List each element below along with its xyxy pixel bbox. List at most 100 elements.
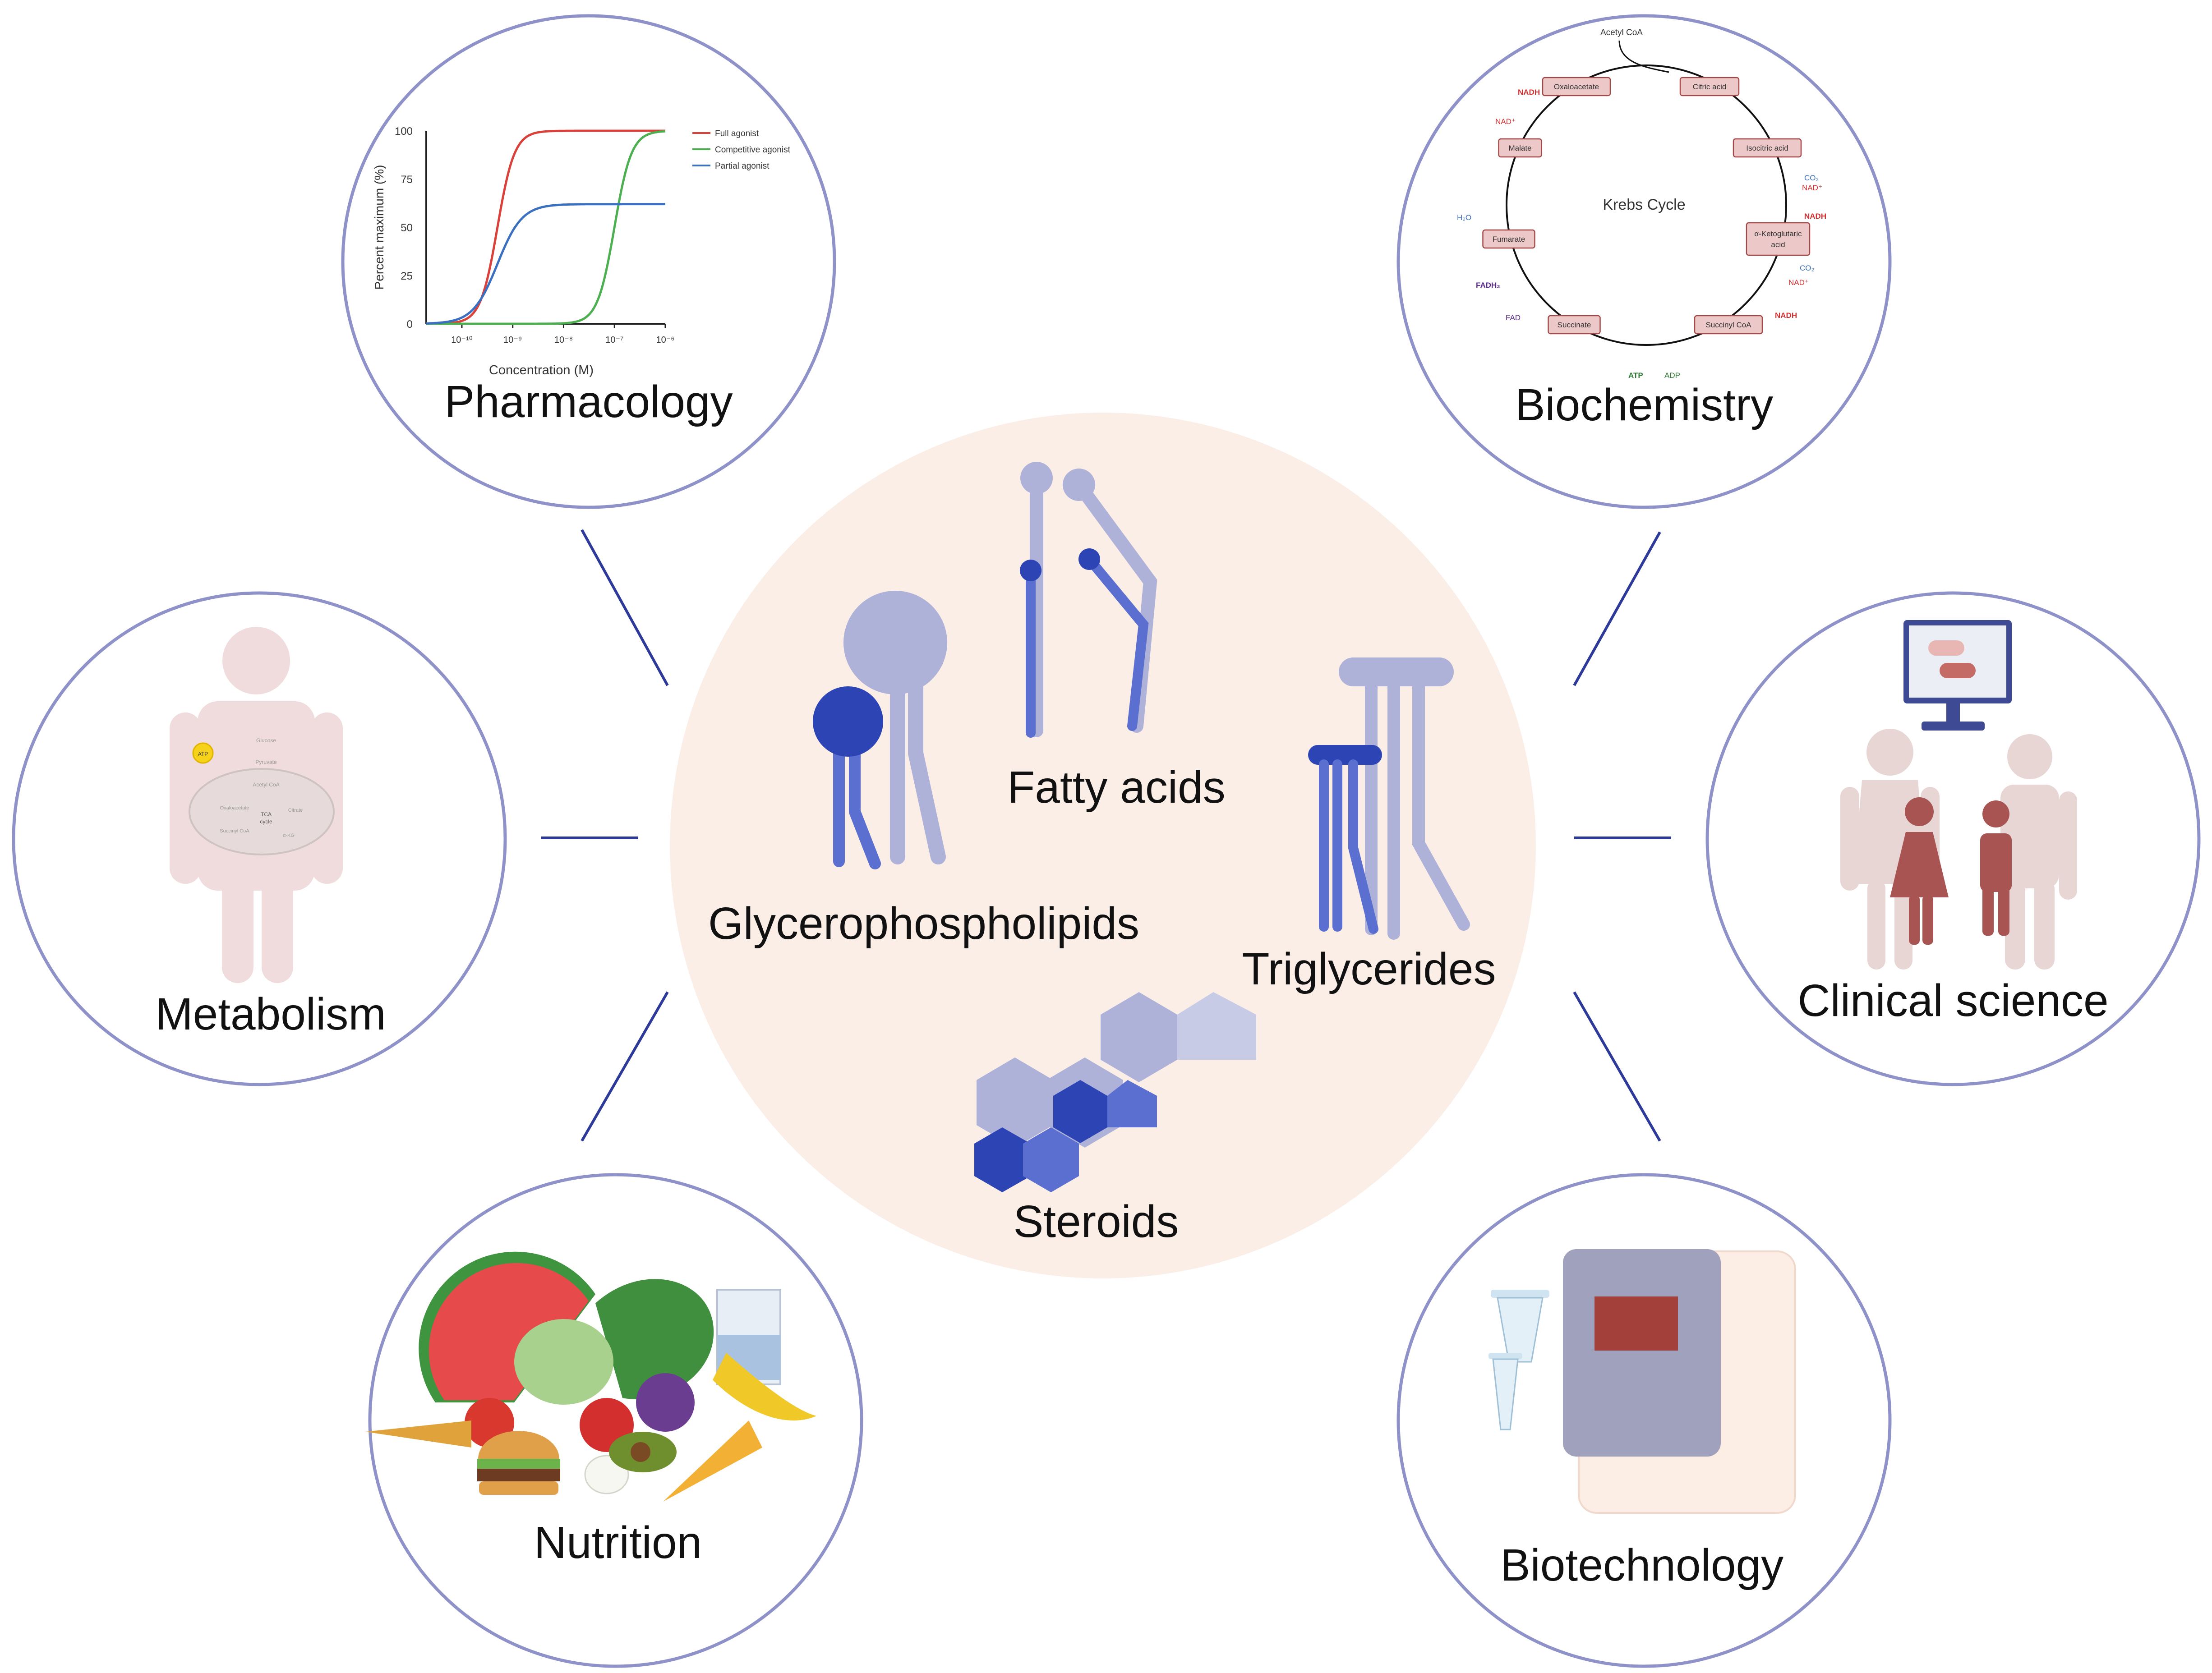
y-tick-label: 50 bbox=[401, 222, 413, 234]
glycerophospholipids-label: Glycerophospholipids bbox=[708, 898, 1139, 949]
metabolism-panel: ATP Glucose Pyruvate Acetyl CoA TCA cycl… bbox=[12, 591, 507, 1086]
greens-icon bbox=[595, 1279, 714, 1400]
child-figure-right-icon bbox=[1980, 800, 2012, 936]
krebs-node-box bbox=[1542, 77, 1611, 97]
center-lipid-circle bbox=[670, 413, 1536, 1278]
clinical-science-panel: Clinical science bbox=[1705, 591, 2201, 1086]
krebs-nadh-3: NADH bbox=[1775, 311, 1797, 320]
cabbage-icon bbox=[514, 1319, 613, 1405]
metabolism-pyruvate: Pyruvate bbox=[255, 759, 277, 765]
biotechnology-panel: Biotechnology bbox=[1396, 1173, 1892, 1668]
krebs-nad-1: NAD⁺ bbox=[1495, 117, 1516, 126]
metabolism-akg: α-KG bbox=[283, 833, 295, 838]
food-illustration bbox=[365, 1251, 816, 1502]
y-tick-label: 100 bbox=[395, 125, 413, 138]
bananas-icon bbox=[713, 1353, 816, 1421]
monitor-icon bbox=[1903, 620, 2012, 731]
biotechnology-label: Biotechnology bbox=[1500, 1540, 1783, 1590]
krebs-node-label: acid bbox=[1771, 240, 1785, 249]
krebs-node-box bbox=[1482, 229, 1535, 249]
clinical-science-label: Clinical science bbox=[1797, 975, 2108, 1026]
krebs-cycle-title: Krebs Cycle bbox=[1603, 196, 1685, 213]
krebs-adp: ADP bbox=[1664, 371, 1680, 380]
metabolism-cycle: cycle bbox=[260, 818, 272, 825]
krebs-nadh-2: NADH bbox=[1804, 212, 1826, 221]
chart-y-axis-label: Percent maximum (%) bbox=[372, 165, 386, 290]
steroids-label: Steroids bbox=[1014, 1196, 1179, 1247]
sequencer-instrument-icon bbox=[1563, 1249, 1796, 1514]
krebs-node-box bbox=[1694, 315, 1763, 335]
tube-icon bbox=[1488, 1290, 1549, 1430]
metabolism-oxaloacetate: Oxaloacetate bbox=[220, 805, 249, 811]
krebs-acetyl-coa: Acetyl CoA bbox=[1600, 28, 1643, 37]
pharmacology-circle bbox=[341, 14, 836, 509]
biochemistry-circle bbox=[1396, 14, 1892, 509]
connector-biochemistry bbox=[1573, 531, 1661, 686]
krebs-co2-2: CO₂ bbox=[1800, 264, 1814, 272]
atp-sun-icon bbox=[192, 742, 214, 764]
krebs-atp: ATP bbox=[1628, 371, 1643, 380]
series-line-competitive-agonist bbox=[426, 130, 666, 325]
biochemistry-label: Biochemistry bbox=[1515, 380, 1773, 430]
legend-entry: Competitive agonist bbox=[715, 145, 791, 155]
x-tick-label: 10⁻⁷ bbox=[605, 335, 623, 345]
metabolism-glucose: Glucose bbox=[256, 737, 276, 744]
krebs-node-label: Succinate bbox=[1558, 321, 1591, 329]
krebs-node-label: Malate bbox=[1508, 144, 1531, 152]
metabolism-label: Metabolism bbox=[155, 989, 386, 1039]
pharmacology-label: Pharmacology bbox=[444, 377, 733, 427]
metabolism-atp: ATP bbox=[198, 751, 208, 757]
krebs-node-box bbox=[1498, 138, 1542, 158]
carrot-icon bbox=[365, 1420, 471, 1448]
x-tick-label: 10⁻⁸ bbox=[554, 335, 573, 345]
pizza-icon bbox=[663, 1420, 762, 1502]
krebs-node-box bbox=[1746, 222, 1811, 256]
krebs-node-label: Citric acid bbox=[1693, 83, 1727, 91]
fatty-acids-label: Fatty acids bbox=[1007, 762, 1226, 813]
y-tick-label: 75 bbox=[401, 174, 413, 186]
y-tick-label: 25 bbox=[401, 270, 413, 282]
legend-entry: Partial agonist bbox=[715, 161, 770, 171]
krebs-node-box bbox=[1733, 138, 1802, 158]
x-tick-label: 10⁻¹⁰ bbox=[451, 335, 472, 345]
series-line-partial-agonist bbox=[426, 203, 665, 325]
metabolism-succinyl-coa: Succinyl CoA bbox=[220, 828, 249, 834]
nutrition-panel: Nutrition bbox=[365, 1173, 863, 1668]
mitochondrion-icon bbox=[189, 768, 335, 855]
clinical-science-circle bbox=[1705, 591, 2201, 1086]
pharmacology-panel: 0 25 50 75 100 10⁻¹⁰ 10⁻⁹ 10⁻⁸ 10⁻⁷ 10⁻⁶ Full ag… bbox=[341, 14, 836, 509]
krebs-h2o: H₂O bbox=[1457, 213, 1471, 222]
krebs-node-label: Fumarate bbox=[1493, 235, 1525, 244]
chart-x-axis-label: Concentration (M) bbox=[489, 363, 594, 377]
krebs-node-label: Oxaloacetate bbox=[1554, 83, 1599, 91]
glycerophospholipid-icon bbox=[813, 591, 947, 869]
krebs-node-label: α-Ketoglutaric bbox=[1754, 230, 1802, 238]
krebs-nad-2: NAD⁺ bbox=[1802, 184, 1822, 192]
metabolism-tca: TCA bbox=[261, 811, 272, 818]
connector-pharmacology bbox=[581, 529, 669, 686]
krebs-node-label: Isocitric acid bbox=[1746, 144, 1788, 152]
y-tick-label: 0 bbox=[407, 318, 413, 331]
krebs-fadh2: FADH₂ bbox=[1476, 281, 1500, 290]
krebs-node-box bbox=[1548, 315, 1601, 335]
triglyceride-icon bbox=[1308, 657, 1470, 940]
grapes-icon bbox=[636, 1373, 695, 1432]
steroid-icon bbox=[974, 992, 1256, 1192]
adult-figure-right-icon bbox=[2000, 734, 2077, 970]
metabolism-acetyl-coa: Acetyl CoA bbox=[253, 781, 279, 788]
pharmacology-dose-response-chart: 0 25 50 75 100 10⁻¹⁰ 10⁻⁹ 10⁻⁸ 10⁻⁷ 10⁻⁶ Full ag… bbox=[372, 125, 791, 377]
nutrition-label: Nutrition bbox=[534, 1517, 702, 1568]
krebs-node-box bbox=[1679, 77, 1740, 97]
x-tick-label: 10⁻⁶ bbox=[656, 335, 674, 345]
child-figure-left-icon bbox=[1890, 797, 1949, 945]
krebs-nad-3: NAD⁺ bbox=[1788, 278, 1809, 287]
triglycerides-label: Triglycerides bbox=[1242, 944, 1496, 994]
legend-entry: Full agonist bbox=[715, 129, 759, 138]
metabolism-citrate: Citrate bbox=[288, 808, 303, 813]
x-tick-label: 10⁻⁹ bbox=[503, 335, 522, 345]
krebs-cycle-ring bbox=[1506, 64, 1787, 346]
krebs-nadh-1: NADH bbox=[1518, 88, 1540, 97]
connector-nutrition bbox=[581, 991, 669, 1142]
